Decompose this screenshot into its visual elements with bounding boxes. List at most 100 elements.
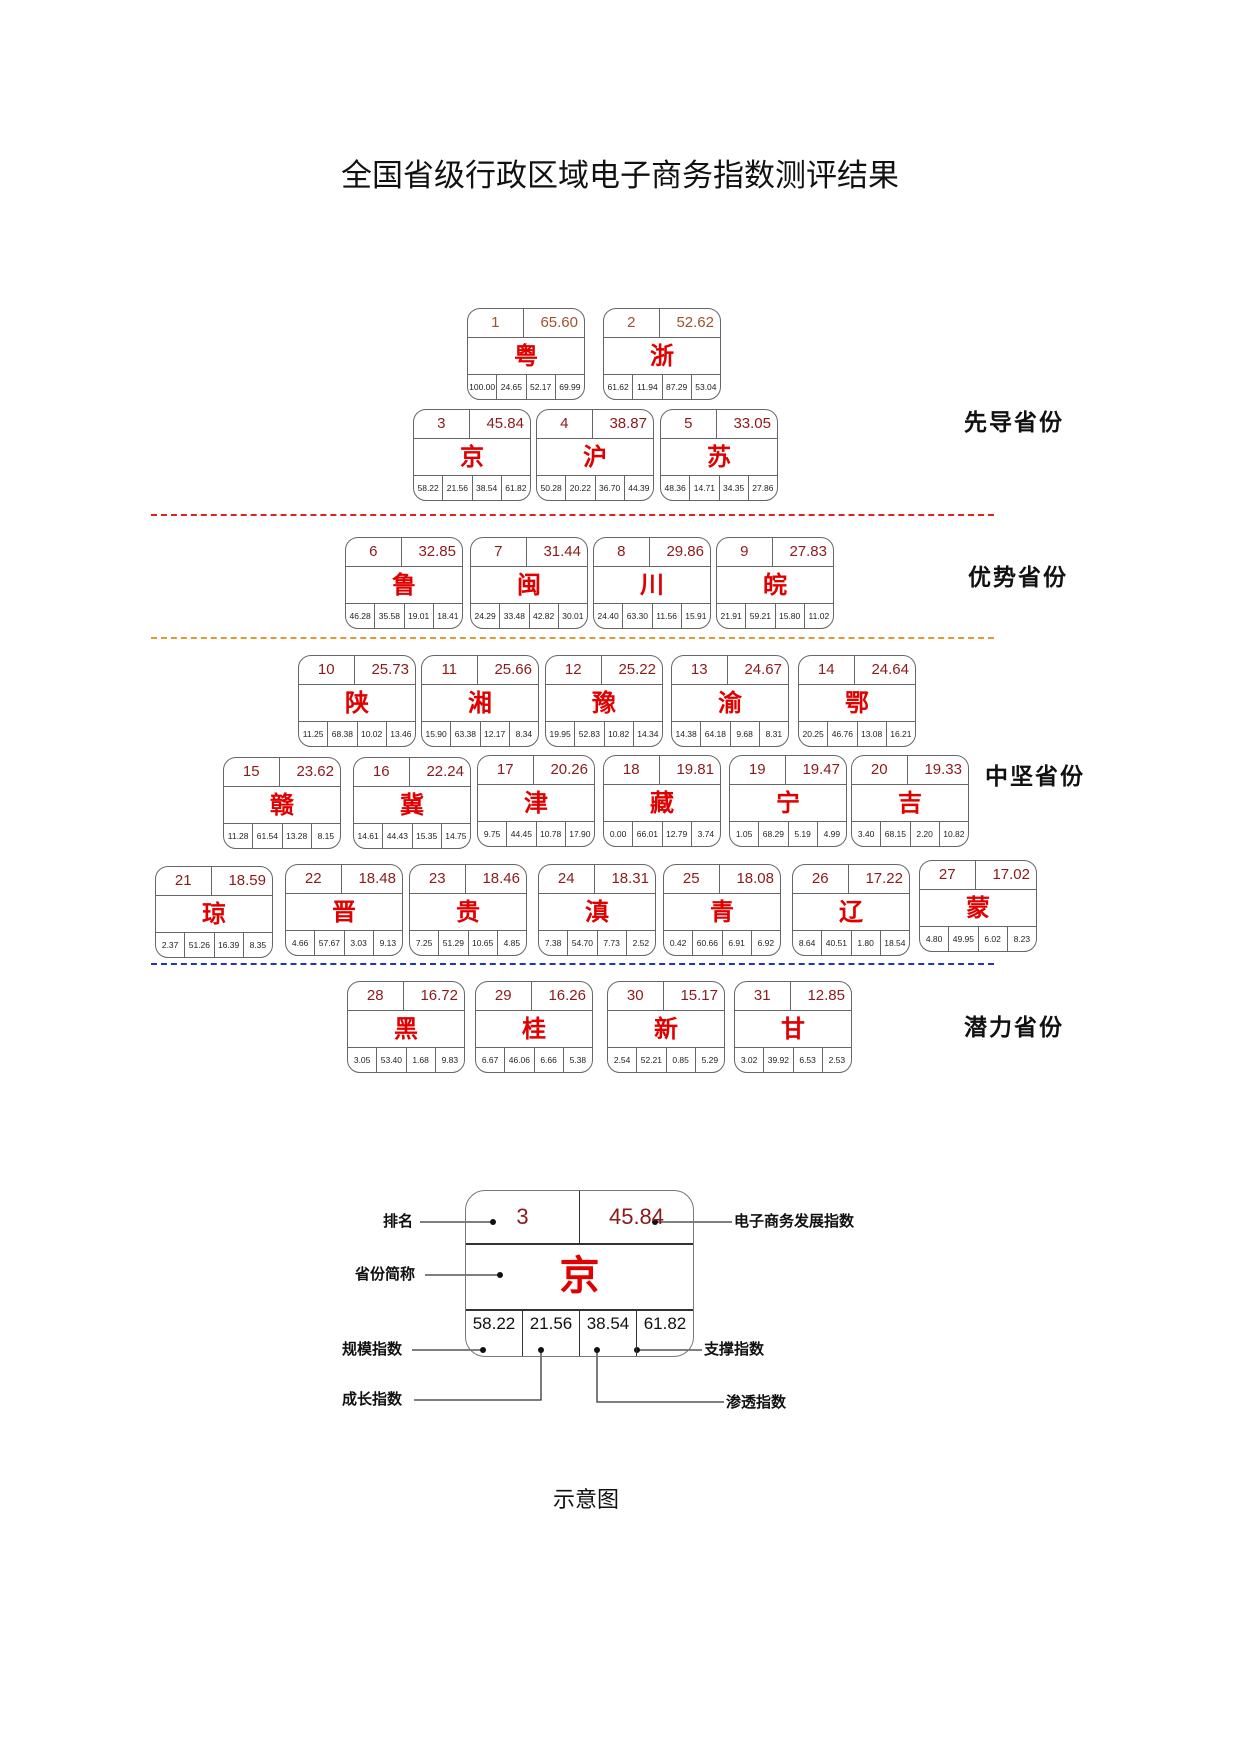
penetration-index: 6.66 [533,1047,563,1072]
support-index: 69.99 [554,374,584,399]
support-index: 9.13 [372,930,402,955]
rank: 2 [627,314,636,331]
support-index: 10.82 [938,821,968,846]
growth-index: 51.29 [438,930,467,955]
rank: 30 [626,987,644,1004]
group-label-leading: 先导省份 [964,409,1064,436]
penetration-index: 16.39 [213,932,243,957]
page-title: 全国省级行政区域电子商务指数测评结果 [341,158,899,194]
penetration-index: 42.82 [528,603,558,628]
penetration-index: 0.85 [665,1047,695,1072]
scale-index: 14.61 [357,831,379,841]
legend-growth-value: 21.56 [522,1309,579,1356]
rank: 25 [682,870,700,887]
ecommerce-index: 16.26 [530,982,593,1010]
ecommerce-index: 33.05 [715,410,778,438]
growth-index: 57.67 [314,930,343,955]
growth-index: 40.51 [821,930,850,955]
ecommerce-index: 18.59 [210,867,273,895]
scale-index: 6.67 [481,1055,499,1065]
rank: 16 [372,763,390,780]
penetration-index: 5.19 [787,821,817,846]
growth-index: 24.65 [496,374,525,399]
scale-index: 50.28 [540,483,562,493]
scale-index: 14.38 [675,729,697,739]
scale-index: 21.91 [720,611,742,621]
rank: 7 [494,543,503,560]
ecommerce-index: 16.72 [402,982,465,1010]
scale-index: 11.28 [227,831,249,841]
support-index: 27.86 [747,475,777,500]
support-index: 14.75 [440,823,470,848]
growth-index: 68.38 [327,721,356,746]
penetration-index: 13.28 [281,823,311,848]
penetration-index: 15.80 [774,603,804,628]
ecommerce-index: 52.62 [658,309,721,337]
growth-index: 61.54 [252,823,281,848]
scale-index: 20.25 [802,729,824,739]
penetration-index: 1.68 [405,1047,435,1072]
rank: 17 [496,761,514,778]
scale-index: 4.80 [925,934,943,944]
ecommerce-index: 17.02 [974,861,1037,889]
ecommerce-index: 32.85 [400,538,463,566]
penetration-index: 9.68 [729,721,759,746]
legend-label-growth: 成长指数 [342,1390,403,1408]
rank: 5 [684,415,693,432]
ecommerce-index: 18.48 [340,865,403,893]
ecommerce-index: 38.87 [591,410,654,438]
growth-index: 20.22 [565,475,594,500]
growth-index: 68.15 [880,821,909,846]
ecommerce-index: 19.81 [658,756,721,784]
growth-index: 52.83 [574,721,603,746]
scale-index: 7.38 [544,938,562,948]
ecommerce-index: 45.84 [468,410,531,438]
support-index: 18.41 [432,603,462,628]
penetration-index: 11.56 [651,603,681,628]
growth-index: 53.40 [376,1047,405,1072]
scale-index: 2.54 [613,1055,631,1065]
penetration-index: 87.29 [661,374,691,399]
ecommerce-index: 25.66 [476,656,539,684]
growth-index: 66.01 [632,821,661,846]
penetration-index: 10.65 [467,930,497,955]
divider-red [151,514,994,516]
ecommerce-index: 29.86 [648,538,711,566]
rank: 10 [317,661,335,678]
growth-index: 52.21 [636,1047,665,1072]
ecommerce-index: 25.22 [600,656,663,684]
rank: 8 [617,543,626,560]
scale-index: 3.05 [353,1055,371,1065]
penetration-index: 52.17 [525,374,555,399]
ecommerce-index: 18.31 [593,865,656,893]
support-index: 8.31 [758,721,788,746]
ecommerce-index: 31.44 [525,538,588,566]
support-index: 2.52 [625,930,655,955]
support-index: 61.82 [500,475,530,500]
growth-index: 46.06 [504,1047,533,1072]
support-index: 8.15 [310,823,340,848]
legend-caption: 示意图 [552,1488,619,1513]
legend-abbr: 京 [466,1243,693,1311]
rank: 26 [811,870,829,887]
legend-label-index: 电子商务发展指数 [734,1212,855,1230]
ecommerce-index: 20.26 [532,756,595,784]
ecommerce-index: 24.64 [853,656,916,684]
growth-index: 14.71 [689,475,718,500]
growth-index: 51.26 [184,932,213,957]
